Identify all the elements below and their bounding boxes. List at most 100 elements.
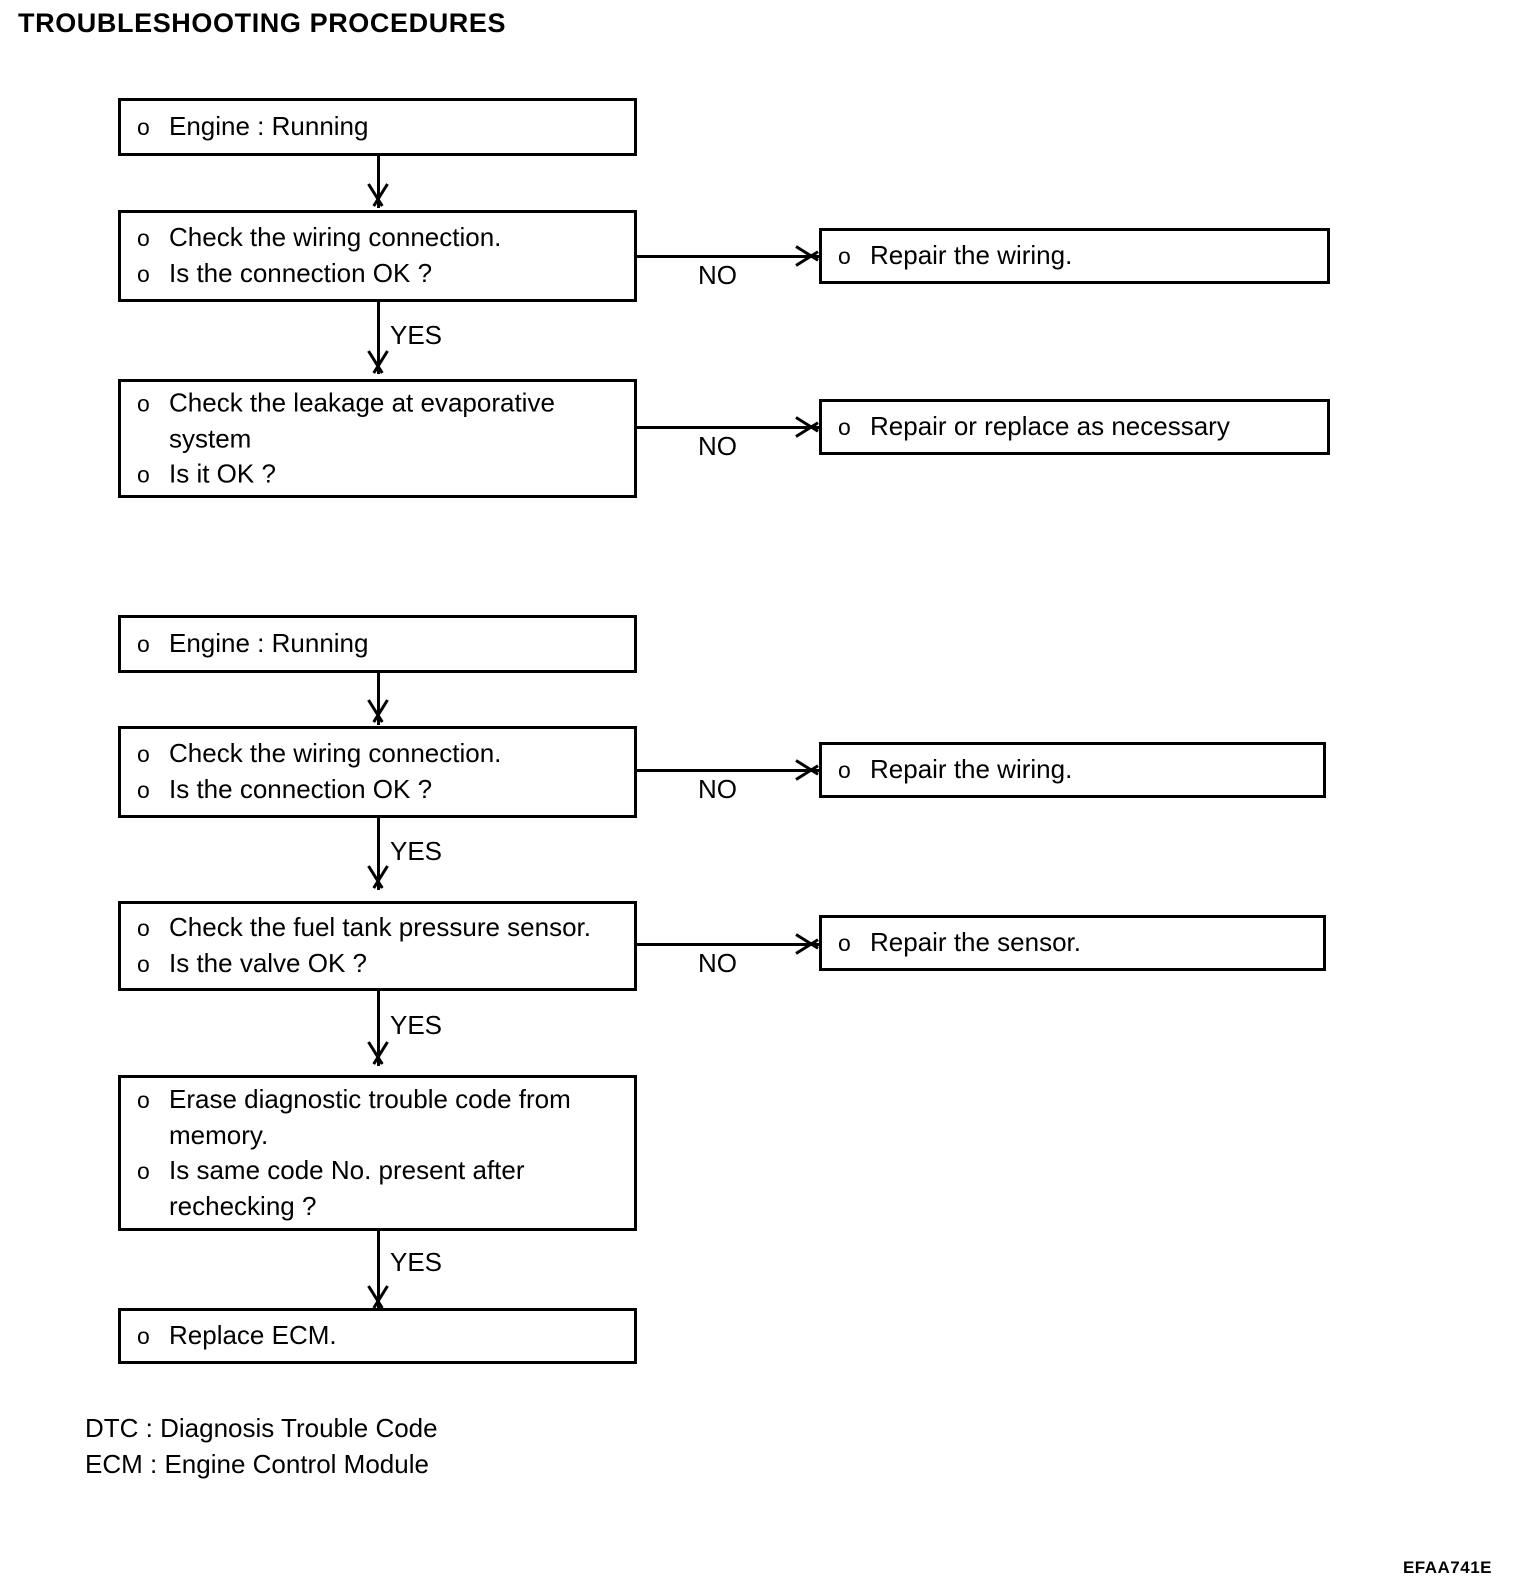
flow-b-step1-no-box: o Repair the wiring. [819, 742, 1326, 798]
flow-a-connector-start-step1 [377, 156, 380, 208]
bullet-glyph: o [137, 261, 150, 287]
flow-b-step3-line2-cont: rechecking ? [169, 1191, 317, 1221]
list-item: o Is it OK ? [137, 456, 628, 492]
flow-a-step2-lines: o Check the leakage at evaporative syste… [137, 385, 628, 492]
flow-a-step2-no-line [637, 426, 819, 429]
list-item: o Check the leakage at evaporative [137, 385, 628, 421]
flow-a-step1-line2: Is the connection OK ? [169, 258, 433, 288]
list-item: o Repair the wiring. [838, 752, 1317, 788]
list-item: o Is the valve OK ? [137, 946, 628, 982]
bullet-glyph: o [838, 414, 851, 440]
list-item: o Repair the sensor. [838, 925, 1317, 961]
flow-b-step3-line1: Erase diagnostic trouble code from [169, 1084, 571, 1114]
arrow-down-icon [363, 700, 393, 722]
list-item: o Erase diagnostic trouble code from [137, 1082, 628, 1118]
flow-a-step1-yes-label: YES [390, 320, 443, 350]
flow-b-step1-lines: o Check the wiring connection. o Is the … [137, 736, 628, 808]
flow-b-step3-line1-cont: memory. [169, 1120, 269, 1150]
flow-b-step1-no-lines: o Repair the wiring. [838, 752, 1317, 788]
flow-a-step2-line1-cont: system [169, 423, 252, 453]
flow-a-start-lines: o Engine : Running [137, 109, 628, 145]
arrow-right-icon [796, 412, 818, 442]
flow-a-step1-no-lines: o Repair the wiring. [838, 238, 1321, 274]
figure-code: EFAA741E [1402, 1558, 1492, 1577]
flow-a-connector-step1-step2 [377, 302, 380, 374]
flow-a-step1-no-text: Repair the wiring. [870, 240, 1073, 270]
flow-b-start-box: o Engine : Running [118, 615, 637, 673]
flow-b-step2-box: o Check the fuel tank pressure sensor. o… [118, 901, 637, 991]
list-item: o Repair or replace as necessary [838, 409, 1321, 445]
list-item: o Is same code No. present after [137, 1153, 628, 1189]
flow-a-start-box: o Engine : Running [118, 98, 637, 156]
flow-b-step3-line2: Is same code No. present after [169, 1155, 525, 1185]
bullet-glyph: o [137, 915, 150, 941]
flow-b-step1-line2: Is the connection OK ? [169, 774, 433, 804]
flow-a-step2-no-text: Repair or replace as necessary [870, 411, 1230, 441]
flow-b-step2-line1: Check the fuel tank pressure sensor. [169, 912, 592, 942]
bullet-glyph: o [137, 461, 150, 487]
arrow-right-icon [796, 755, 818, 785]
flow-b-step1-no-label: NO [698, 774, 737, 804]
flow-b-step2-line2: Is the valve OK ? [169, 948, 367, 978]
flow-b-step2-no-lines: o Repair the sensor. [838, 925, 1317, 961]
legend-ecm: ECM : Engine Control Module [85, 1449, 429, 1479]
flow-a-step2-line1: Check the leakage at evaporative [169, 387, 555, 417]
flow-b-end-lines: o Replace ECM. [137, 1318, 628, 1354]
flow-a-step1-box: o Check the wiring connection. o Is the … [118, 210, 637, 302]
flow-a-step2-no-lines: o Repair or replace as necessary [838, 409, 1321, 445]
arrow-down-icon [363, 866, 393, 888]
flow-b-connector-step1-step2 [377, 818, 380, 890]
flow-a-step1-no-line [637, 255, 819, 258]
flow-b-end-text: Replace ECM. [169, 1320, 337, 1350]
list-item: o Engine : Running [137, 109, 628, 145]
arrow-right-icon [796, 241, 818, 271]
flow-b-step2-no-line [637, 943, 819, 946]
flow-b-step2-no-box: o Repair the sensor. [819, 915, 1326, 971]
flow-b-start-text: Engine : Running [169, 628, 369, 658]
flow-b-step2-yes-label: YES [390, 1010, 443, 1040]
flow-b-step1-no-text: Repair the wiring. [870, 754, 1073, 784]
bullet-glyph: o [137, 777, 150, 803]
bullet-glyph: o [137, 225, 150, 251]
flow-a-step1-line1: Check the wiring connection. [169, 222, 502, 252]
flow-a-step1-lines: o Check the wiring connection. o Is the … [137, 220, 628, 292]
flow-b-step1-yes-label: YES [390, 836, 443, 866]
flow-b-end-box: o Replace ECM. [118, 1308, 637, 1364]
flow-a-step2-no-label: NO [698, 431, 737, 461]
list-item: o Is the connection OK ? [137, 772, 628, 808]
list-item: o Replace ECM. [137, 1318, 628, 1354]
bullet-glyph: o [137, 631, 150, 657]
bullet-glyph: o [137, 951, 150, 977]
bullet-glyph: o [838, 243, 851, 269]
flow-a-step2-line2: Is it OK ? [169, 458, 276, 488]
flow-b-step1-line1: Check the wiring connection. [169, 738, 502, 768]
abbreviation-legend: DTC : Diagnosis Trouble Code ECM : Engin… [85, 1410, 438, 1482]
flow-b-step2-no-label: NO [698, 948, 737, 978]
flow-a-step2-no-box: o Repair or replace as necessary [819, 399, 1330, 455]
bullet-glyph: o [137, 1087, 150, 1113]
list-item: o Repair the wiring. [838, 238, 1321, 274]
list-item: o Is the connection OK ? [137, 256, 628, 292]
arrow-down-icon [363, 1042, 393, 1064]
list-item: o Check the fuel tank pressure sensor. [137, 910, 628, 946]
flow-a-step1-no-label: NO [698, 260, 737, 290]
flow-b-step1-no-line [637, 769, 819, 772]
arrow-down-icon [363, 351, 393, 373]
bullet-glyph: o [838, 930, 851, 956]
arrow-right-icon [796, 929, 818, 959]
flow-b-connector-step3-end [377, 1231, 380, 1309]
flow-b-connector-step2-step3 [377, 991, 380, 1066]
flow-b-step3-box: o Erase diagnostic trouble code from mem… [118, 1075, 637, 1231]
list-item: o Engine : Running [137, 626, 628, 662]
bullet-glyph: o [137, 114, 150, 140]
flow-b-step3-lines: o Erase diagnostic trouble code from mem… [137, 1082, 628, 1224]
bullet-glyph: o [137, 1158, 150, 1184]
page-title: TROUBLESHOOTING PROCEDURES [18, 8, 507, 38]
arrow-down-icon [363, 1286, 393, 1308]
flow-b-step2-lines: o Check the fuel tank pressure sensor. o… [137, 910, 628, 982]
arrow-down-icon [363, 184, 393, 206]
bullet-glyph: o [838, 757, 851, 783]
bullet-glyph: o [137, 390, 150, 416]
flow-a-step2-box: o Check the leakage at evaporative syste… [118, 379, 637, 498]
